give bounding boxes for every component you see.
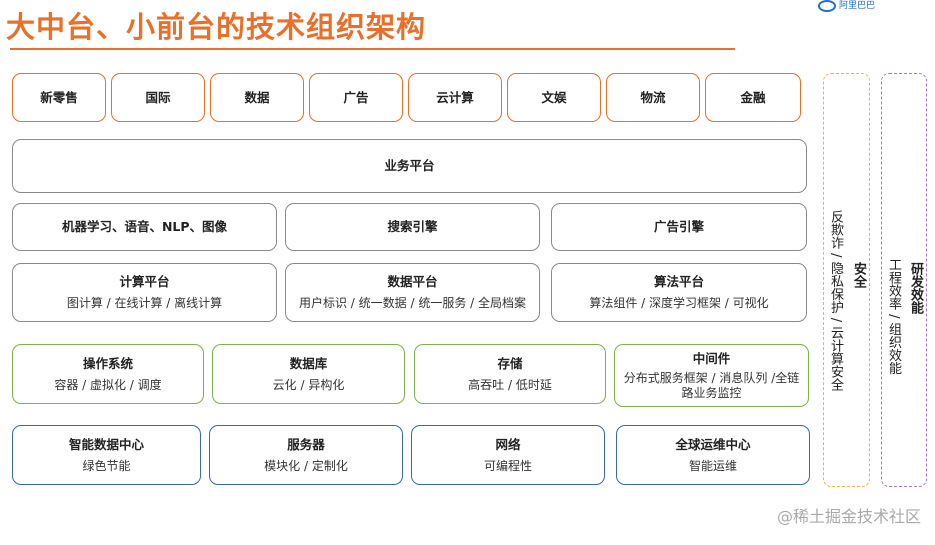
business-platform-label: 业务平台 [384,158,435,173]
infrastructure-box: 网络 可编程性 [411,425,605,485]
business-unit-box: 数据 [210,73,304,122]
system-box: 数据库 云化 / 异构化 [212,344,405,404]
platform-title: 计算平台 [119,274,170,289]
business-unit-label: 国际 [145,89,171,105]
watermark: @稀土掘金技术社区 [776,507,921,526]
infrastructure-title: 服务器 [287,436,325,452]
efficiency-title: 研发效能 [908,262,923,314]
business-unit-box: 云计算 [408,73,502,122]
business-unit-label: 新零售 [40,89,78,105]
infrastructure-subtitle: 绿色节能 [82,458,131,473]
infrastructure-title: 智能数据中心 [68,436,144,452]
platform-box: 算法平台 算法组件 / 深度学习框架 / 可视化 [551,263,807,322]
logo: 阿里巴巴 [818,0,918,12]
infrastructure-box: 智能数据中心 绿色节能 [12,425,201,485]
logo-text: 阿里巴巴 [839,1,876,11]
system-title: 中间件 [692,350,731,366]
business-unit-label: 文娱 [541,89,567,105]
system-subtitle: 容器 / 虚拟化 / 调度 [54,377,162,392]
business-unit-box: 国际 [111,73,205,122]
business-platform-box: 业务平台 [12,139,807,193]
infrastructure-subtitle: 可编程性 [483,458,532,473]
system-box: 存储 高吞吐 / 低时延 [414,344,606,404]
security-column [823,73,870,487]
system-subtitle: 分布式服务框架 / 消息队列 /全链路业务监控 [623,370,800,400]
business-unit-box: 物流 [606,73,700,122]
infrastructure-subtitle: 智能运维 [688,458,737,473]
system-title: 数据库 [289,355,328,371]
infrastructure-title: 网络 [495,436,521,452]
system-box: 操作系统 容器 / 虚拟化 / 调度 [12,344,204,404]
engine-label: 广告引擎 [653,219,704,234]
security-title: 安全 [851,262,866,288]
business-unit-box: 广告 [309,73,403,122]
page-title: 大中台、小前台的技术组织架构 [6,10,427,44]
system-title: 存储 [497,355,523,371]
engine-label: 搜索引擎 [387,219,438,234]
platform-subtitle: 图计算 / 在线计算 / 离线计算 [66,296,223,310]
efficiency-column [881,73,927,487]
system-title: 操作系统 [82,355,133,371]
business-unit-label: 金融 [740,89,766,105]
engine-box: 机器学习、语音、NLP、图像 [12,203,277,251]
platform-title: 算法平台 [653,274,704,289]
system-box: 中间件 分布式服务框架 / 消息队列 /全链路业务监控 [614,344,809,407]
business-unit-label: 数据 [244,89,270,105]
efficiency-subtitle: 工程效率 / 组织效能 [886,258,901,375]
platform-title: 数据平台 [387,274,438,289]
business-unit-box: 新零售 [12,73,106,122]
infrastructure-title: 全球运维中心 [675,436,751,452]
infrastructure-box: 服务器 模块化 / 定制化 [209,425,403,485]
security-subtitle: 反欺诈 / 隐私保护 / 云计算安全 [828,210,843,392]
engine-label: 机器学习、语音、NLP、图像 [61,219,228,234]
title-underline [10,48,735,50]
business-unit-label: 广告 [343,89,369,105]
platform-subtitle: 算法组件 / 深度学习框架 / 可视化 [589,296,769,310]
infrastructure-box: 全球运维中心 智能运维 [616,425,810,485]
infrastructure-subtitle: 模块化 / 定制化 [264,458,348,473]
platform-box: 计算平台 图计算 / 在线计算 / 离线计算 [12,263,277,322]
logo-icon [818,0,836,12]
system-subtitle: 云化 / 异构化 [272,377,345,392]
engine-box: 搜索引擎 [285,203,540,251]
business-unit-box: 金融 [705,73,801,122]
business-unit-label: 云计算 [436,89,474,105]
platform-box: 数据平台 用户标识 / 统一数据 / 统一服务 / 全局档案 [285,263,540,322]
business-unit-box: 文娱 [507,73,601,122]
engine-box: 广告引擎 [551,203,807,251]
business-unit-label: 物流 [640,89,666,105]
system-subtitle: 高吞吐 / 低时延 [468,377,552,392]
platform-subtitle: 用户标识 / 统一数据 / 统一服务 / 全局档案 [298,296,527,310]
